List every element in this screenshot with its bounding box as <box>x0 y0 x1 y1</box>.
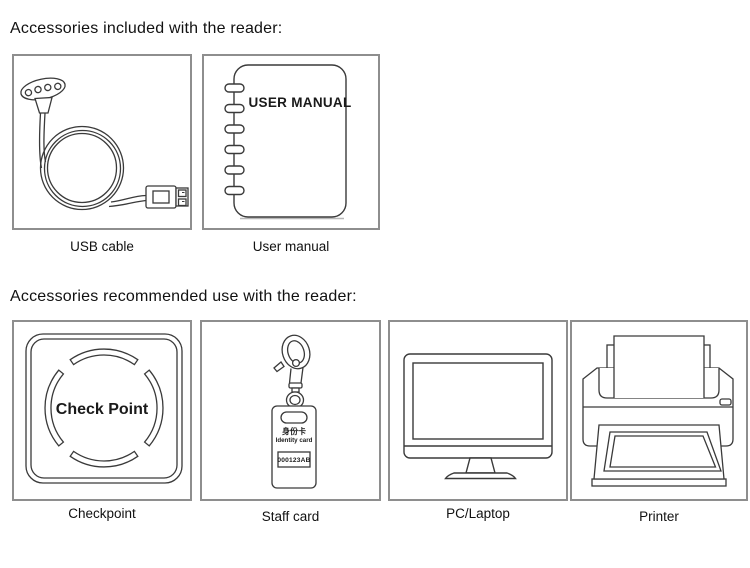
monitor-base <box>444 472 517 480</box>
cable-coil <box>39 125 125 211</box>
staff-card-box: 身份卡 Identity card 000123AB <box>200 320 381 501</box>
pc-laptop-label: PC/Laptop <box>446 506 510 521</box>
checkpoint-text: Check Point <box>56 401 149 418</box>
staff-card-drawing: 身份卡 Identity card 000123AB <box>271 334 317 489</box>
printer-button <box>719 398 732 406</box>
usb-cable-drawing <box>20 77 189 211</box>
checkpoint-drawing: Check Point <box>25 333 183 484</box>
card-number: 000123AB <box>277 457 310 464</box>
checkpoint-label: Checkpoint <box>68 506 136 521</box>
checkpoint-box: Check Point <box>12 320 192 501</box>
card-slot <box>280 411 308 424</box>
clasp <box>273 334 311 409</box>
user-manual-label: User manual <box>252 239 330 254</box>
manual-cover-text: USER MANUAL <box>248 95 351 110</box>
pc-laptop-box <box>388 320 568 501</box>
id-card <box>271 405 317 489</box>
binder-rings <box>224 83 245 196</box>
card-number-box <box>277 451 311 468</box>
usb-cable-box <box>12 54 192 230</box>
monitor-screen <box>412 362 544 440</box>
card-title-en: Identity card <box>276 437 313 444</box>
manual-cover <box>233 64 347 218</box>
printer-base <box>591 478 727 487</box>
usb-plug <box>145 185 189 209</box>
printer-drawing <box>582 335 734 487</box>
paper-front <box>613 335 705 398</box>
card-title-cn: 身份卡 <box>282 426 306 436</box>
pc-laptop-drawing <box>403 353 553 480</box>
checkpoint-arcs <box>44 348 164 468</box>
output-paper <box>603 431 722 472</box>
staff-card-label: Staff card <box>261 509 320 524</box>
printer-label: Printer <box>639 509 679 524</box>
printer-box <box>570 320 748 501</box>
monitor-neck <box>465 457 496 474</box>
user-manual-drawing: USER MANUAL <box>224 64 351 220</box>
section-recommended-title: Accessories recommended use with the rea… <box>10 288 357 305</box>
section-included-title: Accessories included with the reader: <box>10 20 283 37</box>
usb-cable-label: USB cable <box>70 239 134 254</box>
user-manual-box: USER MANUAL <box>202 54 380 230</box>
